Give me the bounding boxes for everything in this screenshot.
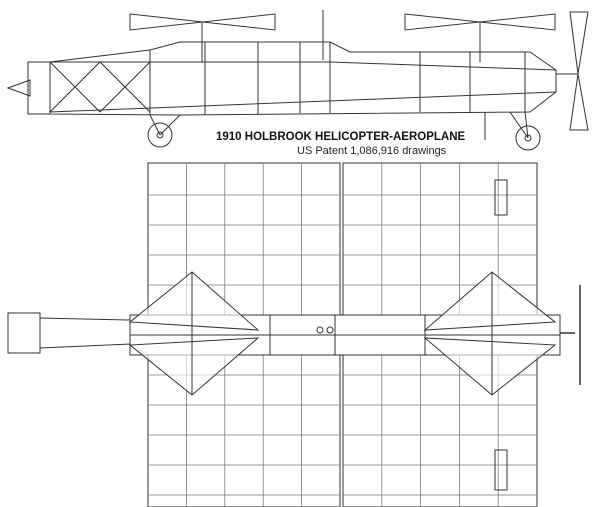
- engine-mark: [326, 326, 334, 334]
- tail-propeller: [569, 11, 589, 131]
- front-section: [27, 61, 51, 115]
- frame-struts: [149, 42, 526, 115]
- plan-view: [7, 162, 581, 507]
- fuselage-lines: [130, 315, 560, 355]
- front-hub: [156, 131, 164, 139]
- aileron: [494, 179, 508, 216]
- rear-rotor: [404, 13, 556, 31]
- nose-plan: [7, 312, 41, 354]
- longerons: [49, 61, 557, 113]
- front-wheel: [147, 122, 173, 148]
- drawing-subtitle: US Patent 1,086,916 drawings: [297, 145, 447, 157]
- front-gear: [149, 114, 181, 136]
- rear-wheel: [515, 125, 541, 151]
- aileron: [494, 449, 508, 491]
- front-rotor-plan: [128, 271, 260, 396]
- drawing-title: 1910 HOLBROOK HELICOPTER-AEROPLANE: [216, 131, 466, 143]
- engine-mark: [316, 326, 324, 334]
- rear-gear: [484, 111, 529, 140]
- fuselage-side: [49, 41, 557, 116]
- front-fuselage-plan: [39, 317, 131, 349]
- rear-rotor-plan: [423, 271, 557, 396]
- fuselage-bracing: [49, 61, 151, 113]
- side-view-elevation: [6, 10, 589, 151]
- front-rotor: [129, 13, 276, 31]
- tail-propeller-plan: [560, 285, 581, 385]
- nose-cone: [6, 79, 31, 97]
